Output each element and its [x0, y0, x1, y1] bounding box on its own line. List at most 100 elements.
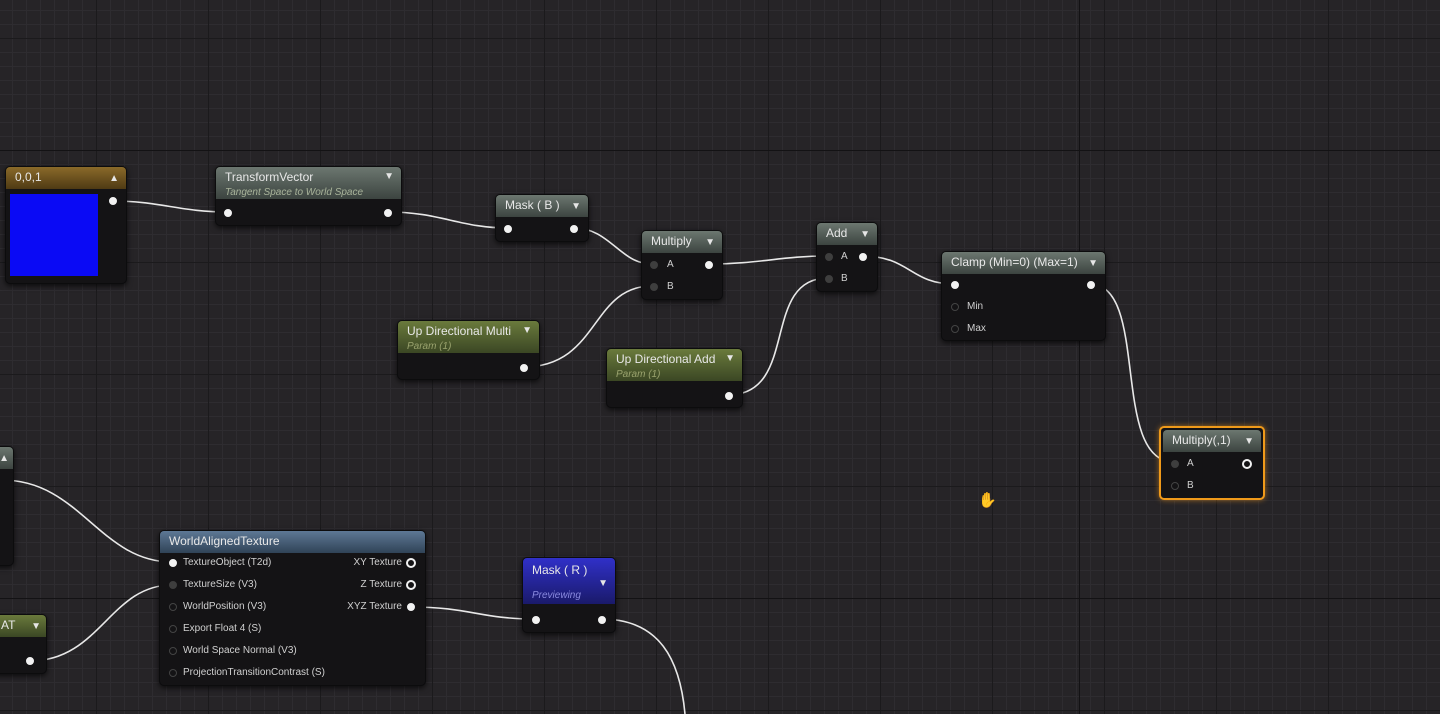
- pin-label-texture-object: TextureObject (T2d): [183, 557, 272, 568]
- node-subtitle: Param (1): [407, 341, 452, 352]
- node-title: Multiply(,1): [1172, 433, 1231, 447]
- output-pin[interactable]: [384, 209, 392, 217]
- chevron-down-icon[interactable]: ▼: [725, 353, 735, 364]
- chevron-up-icon[interactable]: ▲: [0, 453, 9, 464]
- multiply-constant-node[interactable]: Multiply(,1)▼ A B: [1159, 426, 1265, 500]
- mask-b-node[interactable]: Mask ( B ) ▼: [495, 194, 589, 242]
- node-title: Up Directional Multi: [407, 324, 512, 338]
- wire-multiply-to-add-a: [708, 255, 829, 265]
- chevron-down-icon[interactable]: ▼: [1244, 436, 1254, 447]
- input-pin[interactable]: [504, 225, 512, 233]
- input-pin-a[interactable]: [825, 253, 833, 261]
- node-title: TransformVector: [225, 170, 314, 184]
- chevron-up-icon[interactable]: ▲: [109, 173, 119, 184]
- output-pin[interactable]: [109, 197, 117, 205]
- input-pin-world-position[interactable]: [169, 603, 177, 611]
- output-pin[interactable]: [598, 616, 606, 624]
- node-title: Multiply: [651, 234, 692, 248]
- node-header[interactable]: Multiply ▼: [642, 231, 722, 253]
- hand-grab-icon: ✋: [978, 492, 997, 509]
- node-header[interactable]: 0,0,1 ▲: [6, 167, 126, 189]
- input-pin-max[interactable]: [951, 325, 959, 333]
- chevron-down-icon[interactable]: ▼: [522, 325, 532, 336]
- multiply-node[interactable]: Multiply▼ A B: [641, 230, 723, 300]
- chevron-down-icon[interactable]: ▼: [860, 229, 870, 240]
- node-header[interactable]: AT ▼: [0, 615, 46, 637]
- input-pin-b[interactable]: [825, 275, 833, 283]
- chevron-down-icon[interactable]: ▼: [31, 621, 41, 632]
- world-aligned-texture-node[interactable]: WorldAlignedTexture TextureObject (T2d) …: [159, 530, 426, 686]
- output-pin-z-texture[interactable]: [406, 580, 416, 590]
- chevron-down-icon[interactable]: ▼: [705, 237, 715, 248]
- constant-vector-node[interactable]: 0,0,1 ▲: [5, 166, 127, 284]
- clamp-node[interactable]: Clamp (Min=0) (Max=1)▼ Min Max: [941, 251, 1106, 341]
- input-pin-b[interactable]: [650, 283, 658, 291]
- input-pin[interactable]: [951, 281, 959, 289]
- pin-label-min: Min: [967, 301, 984, 312]
- grid-major-line: [0, 150, 1440, 151]
- node-header[interactable]: Add▼: [817, 223, 877, 245]
- add-node[interactable]: Add▼ A B: [816, 222, 878, 292]
- output-pin-xy-texture[interactable]: [406, 558, 416, 568]
- input-pin-b[interactable]: [1171, 482, 1179, 490]
- node-header[interactable]: Clamp (Min=0) (Max=1)▼: [942, 252, 1105, 274]
- output-pin[interactable]: [705, 261, 713, 269]
- input-pin[interactable]: [224, 209, 232, 217]
- node-title: AT: [1, 618, 16, 632]
- wire-constant-to-transform: [111, 200, 229, 213]
- input-pin-export-float[interactable]: [169, 625, 177, 633]
- node-subtitle: Previewing: [532, 590, 581, 601]
- node-title: WorldAlignedTexture: [169, 534, 280, 548]
- offscreen-param-node[interactable]: AT ▼: [0, 614, 47, 674]
- output-pin[interactable]: [725, 392, 733, 400]
- chevron-down-icon[interactable]: ▼: [1088, 258, 1098, 269]
- input-pin-min[interactable]: [951, 303, 959, 311]
- input-pin-world-normal[interactable]: [169, 647, 177, 655]
- node-header[interactable]: Mask ( R ) Previewing ▼: [523, 558, 615, 604]
- chevron-down-icon[interactable]: ▼: [384, 171, 394, 182]
- mask-r-node[interactable]: Mask ( R ) Previewing ▼: [522, 557, 616, 633]
- node-title: Mask ( R ): [532, 563, 588, 577]
- pin-label-world-normal: World Space Normal (V3): [183, 645, 297, 656]
- output-pin[interactable]: [1087, 281, 1095, 289]
- node-header[interactable]: Multiply(,1) ▼: [1163, 430, 1261, 452]
- pin-label-a: A: [841, 251, 848, 262]
- chevron-down-icon[interactable]: ▼: [598, 578, 608, 589]
- output-pin[interactable]: [1242, 459, 1252, 469]
- offscreen-node[interactable]: ▲: [0, 446, 14, 566]
- wire-xyz-to-mask-r: [410, 606, 536, 620]
- output-pin[interactable]: [859, 253, 867, 261]
- grid-major-line: [0, 598, 1440, 599]
- input-pin-a[interactable]: [650, 261, 658, 269]
- input-pin-a[interactable]: [1171, 460, 1179, 468]
- input-pin-texture-size[interactable]: [169, 581, 177, 589]
- output-pin[interactable]: [520, 364, 528, 372]
- output-pin-xyz-texture[interactable]: [407, 603, 415, 611]
- pin-label-projection-contrast: ProjectionTransitionContrast (S): [183, 667, 325, 678]
- node-title: Mask ( B ): [505, 198, 560, 212]
- pin-label-xy-texture: XY Texture: [353, 557, 402, 568]
- chevron-down-icon[interactable]: ▼: [571, 201, 581, 212]
- input-pin[interactable]: [532, 616, 540, 624]
- node-subtitle: Tangent Space to World Space: [225, 187, 364, 198]
- wire-transform-to-mask-b: [387, 211, 509, 229]
- input-pin-projection-contrast[interactable]: [169, 669, 177, 677]
- node-title: 0,0,1: [15, 170, 42, 184]
- node-header[interactable]: ▲: [0, 447, 13, 469]
- node-header[interactable]: Mask ( B ) ▼: [496, 195, 588, 217]
- output-pin[interactable]: [570, 225, 578, 233]
- pin-label-export-float: Export Float 4 (S): [183, 623, 262, 634]
- output-pin[interactable]: [26, 657, 34, 665]
- node-header[interactable]: WorldAlignedTexture: [160, 531, 425, 553]
- pin-label-max: Max: [967, 323, 986, 334]
- input-pin-texture-object[interactable]: [169, 559, 177, 567]
- pin-label-world-position: WorldPosition (V3): [183, 601, 267, 612]
